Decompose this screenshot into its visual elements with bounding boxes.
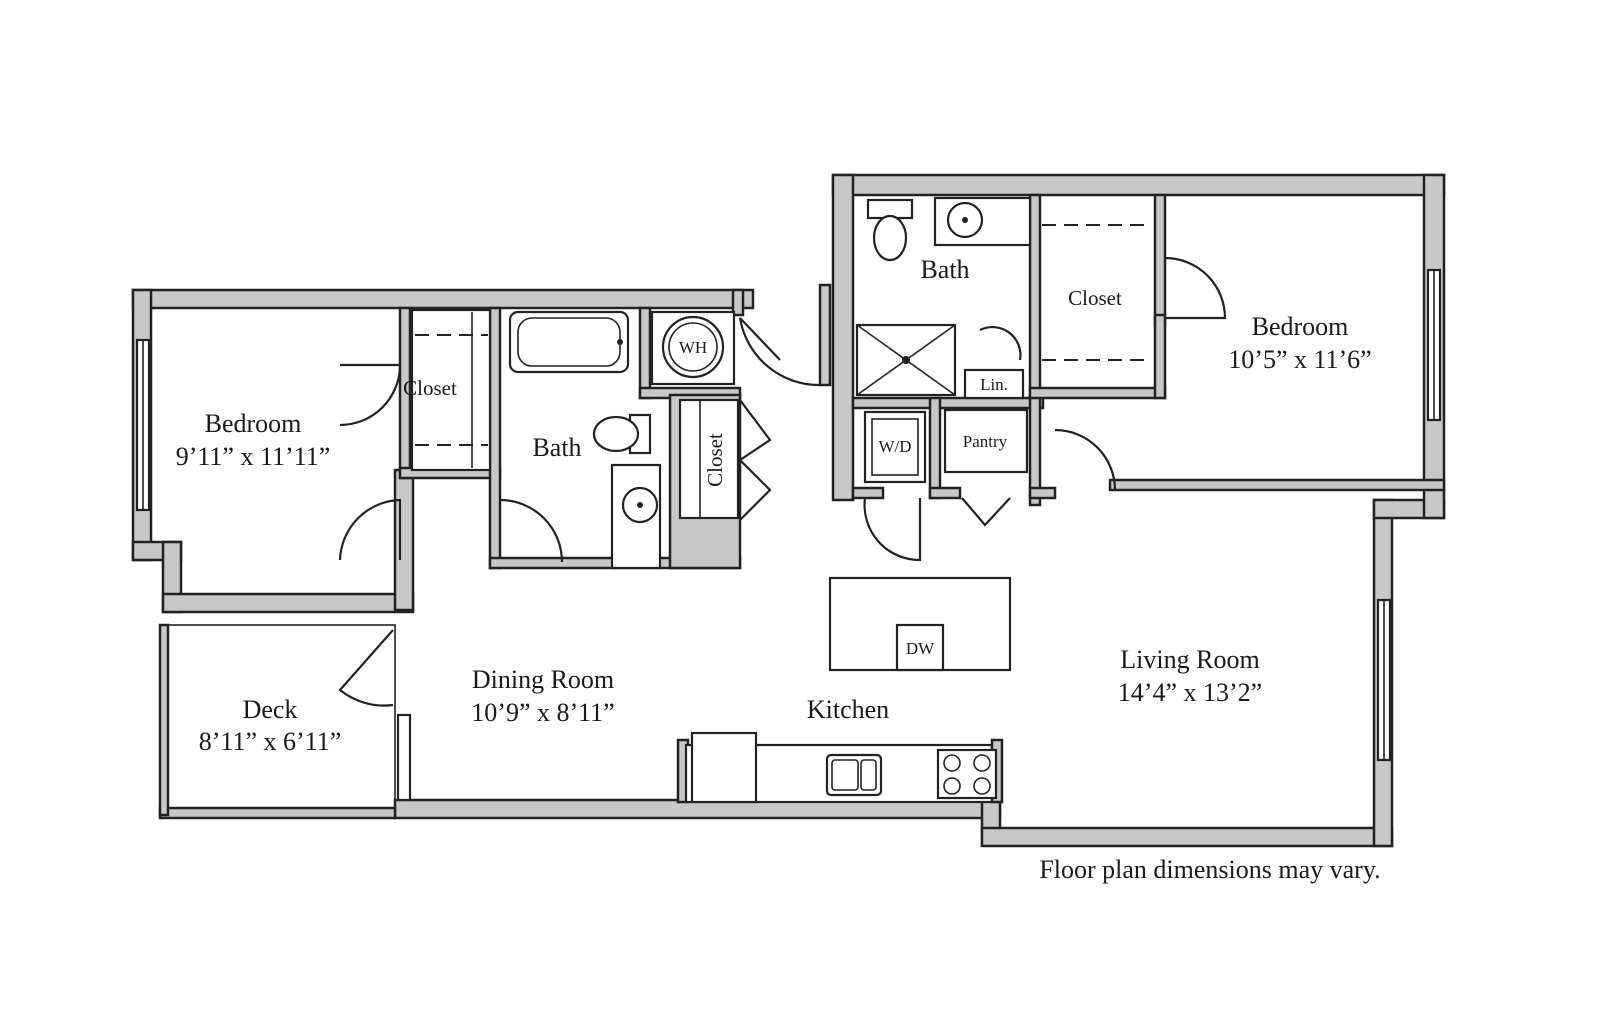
doors [338, 256, 1227, 707]
disclaimer-note: Floor plan dimensions may vary. [1039, 855, 1380, 884]
fixtures [410, 196, 1152, 804]
pantry-label: Pantry [963, 432, 1008, 451]
water-heater-label: WH [679, 338, 707, 357]
labels: Bedroom 9’11” x 11’11” Closet Bath WH Cl… [176, 255, 1381, 884]
closet-right-name: Closet [1068, 286, 1122, 310]
toilet-icon [592, 415, 640, 453]
deck-name: Deck [243, 695, 298, 724]
closet-left-name: Closet [403, 376, 457, 400]
dining-room-name: Dining Room [472, 665, 614, 694]
linen-label: Lin. [980, 375, 1008, 394]
dining-room-dims: 10’9” x 8’11” [471, 698, 614, 727]
toilet-icon [872, 214, 908, 262]
bedroom-left-dims: 9’11” x 11’11” [176, 442, 331, 471]
closet-hall-name: Closet [703, 433, 727, 487]
bathtub-icon [508, 310, 630, 374]
washer-dryer-icon [863, 410, 927, 484]
windows [135, 268, 1442, 802]
washer-dryer-label: W/D [878, 437, 911, 456]
living-room-name: Living Room [1120, 645, 1259, 674]
bedroom-right-dims: 10’5” x 11’6” [1228, 345, 1371, 374]
cooktop-icon [936, 748, 998, 800]
bedroom-right-name: Bedroom [1252, 312, 1349, 341]
bath-right-name: Bath [920, 255, 969, 284]
kitchen-name: Kitchen [807, 695, 889, 724]
kitchen-sink-icon [825, 753, 883, 797]
exterior-walls [131, 173, 1446, 848]
water-heater-icon [661, 315, 725, 379]
bedroom-left-name: Bedroom [205, 409, 302, 438]
dishwasher-icon [895, 623, 945, 672]
dishwasher-label: DW [906, 639, 935, 658]
living-room-dims: 14’4” x 13’2” [1118, 678, 1262, 707]
deck-dims: 8’11” x 6’11” [199, 727, 341, 756]
refrigerator-icon [690, 731, 758, 804]
bath-left-name: Bath [532, 433, 581, 462]
